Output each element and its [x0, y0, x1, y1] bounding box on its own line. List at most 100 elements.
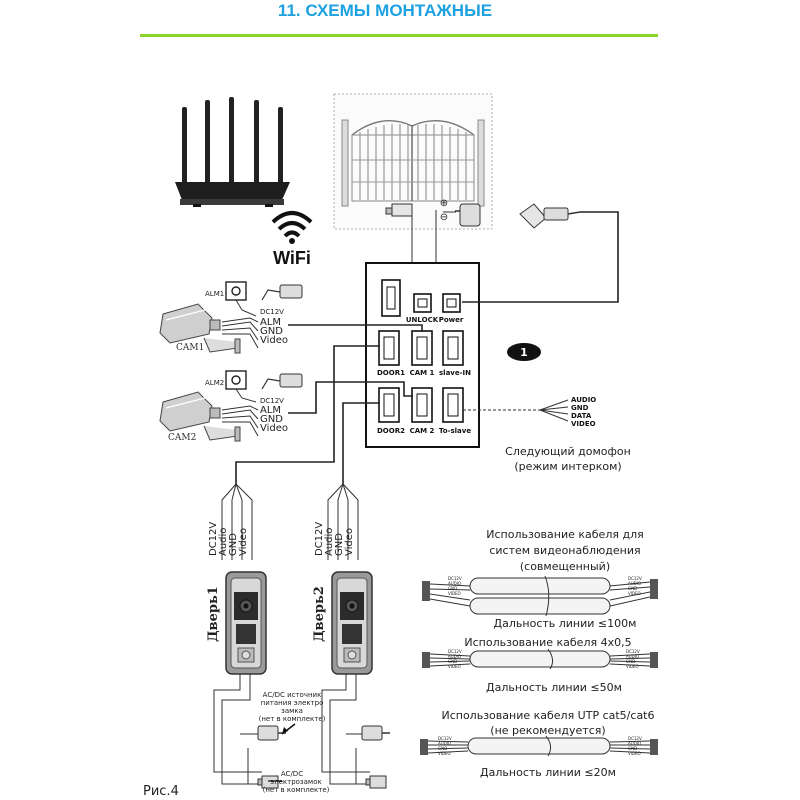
- camera2-plug-icon: [261, 373, 303, 390]
- door1-wire-gnd: GND: [228, 533, 239, 556]
- door2-wire-gnd: GND: [334, 533, 345, 556]
- door1-station: [225, 571, 267, 675]
- camera1-wire-dc12v: DC12V: [260, 308, 284, 316]
- cable3-right-end-2: GND: [628, 746, 637, 751]
- cable2-right-end-0: DC12V: [626, 649, 640, 654]
- camera2-cable: [288, 381, 413, 414]
- camera1-cable: [288, 324, 423, 332]
- cable3-left-end-1: AUDIO: [438, 741, 451, 746]
- port-power-label: Power: [439, 316, 464, 324]
- cable1-left-end-2: GND: [448, 586, 457, 591]
- minus-symbol: ⊖: [440, 212, 448, 223]
- port-cam2-label: CAM 2: [410, 427, 435, 435]
- camera2-wire-gnd: GND: [260, 414, 283, 425]
- step-badge: [507, 343, 541, 361]
- door2-lock-icon: [365, 775, 387, 789]
- slave-wire-audio: AUDIO: [571, 396, 596, 404]
- psu-note-line4: (нет в комплекте): [259, 715, 326, 723]
- cable2-title: Использование кабеля 4x0,5: [464, 636, 631, 649]
- camera1-wires: [221, 299, 259, 349]
- door1-cable: [235, 345, 380, 484]
- camera1-label: CAM1: [176, 343, 204, 353]
- port-cam2: [411, 387, 433, 423]
- door2-station: [331, 571, 373, 675]
- router-icon: [175, 97, 290, 207]
- port-cam1: [411, 330, 433, 366]
- door2-wire-dc12v: DC12V: [314, 522, 325, 556]
- cable1-right-end-3: VIDEO: [628, 591, 641, 596]
- power-wire: [462, 211, 619, 303]
- port-unlock: [413, 293, 432, 313]
- camera1-plug-icon: [261, 284, 303, 301]
- slave-caption-line2: (режим интерком): [514, 460, 621, 473]
- cable1-distance: Дальность линии ≤100м: [494, 617, 637, 630]
- door1-lock-wiring: [213, 674, 262, 785]
- cable1-left-end-1: AUDIO: [448, 581, 461, 586]
- cable2-left-end-1: AUDIO: [448, 654, 461, 659]
- door2-wire-fan: [327, 483, 359, 560]
- cable2-right-end-2: GND: [626, 659, 635, 664]
- lock-note-line1: AC/DC: [281, 770, 303, 778]
- cable1-title-line3: (совмещенный): [520, 560, 610, 573]
- door1-wire-fan: [221, 483, 253, 560]
- cable2-left-end-2: GND: [448, 659, 457, 664]
- door2-lock-wiring: [321, 674, 370, 785]
- camera2-wire-video: Video: [260, 423, 288, 434]
- cable3-title-line2: (не рекомендуется): [490, 724, 605, 737]
- port-power: [442, 293, 461, 313]
- cable1-right-end-2: GND: [628, 586, 637, 591]
- psu-pointer-arrowhead: [282, 727, 288, 734]
- psu-note-line3: замка: [281, 707, 303, 715]
- plus-symbol: ⊕: [440, 198, 448, 209]
- camera1-icon: [159, 303, 241, 354]
- port-to-slave: [442, 387, 464, 423]
- door1-label: Дверь1: [206, 586, 221, 642]
- cable3-title-line1: Использование кабеля UTP cat5/cat6: [441, 709, 654, 722]
- port-cam1-label: CAM 1: [410, 369, 435, 377]
- cable3-left-end-0: DC12V: [438, 736, 452, 741]
- slave-wire-gnd: GND: [571, 404, 589, 412]
- step-badge-label: 1: [520, 346, 528, 359]
- wifi-label: WiFi: [273, 248, 311, 268]
- cable2-right-end-1: AUDIO: [626, 654, 639, 659]
- cable2-distance: Дальность линии ≤50м: [486, 681, 622, 694]
- gate-lock-icon: [385, 203, 413, 217]
- port-to-slave-label: To-slave: [439, 427, 471, 435]
- port-door2-label: DOOR2: [377, 427, 405, 435]
- psu-note-line1: AC/DC источник: [263, 691, 322, 699]
- cable3-right-end-1: AUDIO: [628, 741, 641, 746]
- port-door1-label: DOOR1: [377, 369, 405, 377]
- camera2-wires: [221, 388, 259, 437]
- cable1-title-line1: Использование кабеля для: [486, 528, 643, 541]
- alarm2-label: ALM2: [205, 379, 224, 387]
- panel-port-large: [381, 279, 401, 317]
- title-rule: [140, 34, 658, 37]
- cable1-right-end-1: AUDIO: [628, 581, 641, 586]
- camera2-label: CAM2: [168, 433, 196, 443]
- door1-psu-icon: [257, 725, 286, 741]
- cable3-left-end-3: VIDEO: [438, 751, 451, 756]
- cable1-left-end-0: DC12V: [448, 576, 462, 581]
- slave-wires: [539, 399, 569, 422]
- cable1-illustration: [422, 575, 658, 617]
- cable3-right-end-0: DC12V: [628, 736, 642, 741]
- slave-wire-data: DATA: [571, 412, 592, 420]
- cable3-distance: Дальность линии ≤20м: [480, 766, 616, 779]
- power-adapter-icon: [519, 203, 581, 229]
- camera1-wire-gnd: GND: [260, 326, 283, 337]
- alarm1-label: ALM1: [205, 290, 224, 298]
- camera2-wire-alm: ALM: [260, 405, 281, 416]
- door2-wire-video: Video: [344, 528, 355, 556]
- door1-wire-audio: Audio: [218, 528, 229, 556]
- slave-caption-line1: Следующий домофон: [505, 445, 631, 458]
- port-slave-in-label: slave-IN: [439, 369, 471, 377]
- port-door2: [378, 387, 400, 423]
- page-title: 11. СХЕМЫ МОНТАЖНЫЕ: [278, 1, 492, 20]
- door2-cable: [342, 402, 380, 484]
- cable3-left-end-2: GND: [438, 746, 447, 751]
- cable1-left-end-3: VIDEO: [448, 591, 461, 596]
- camera1-wire-alm: ALM: [260, 317, 281, 328]
- wifi-icon: [271, 211, 313, 244]
- figure-label: Рис.4: [143, 784, 179, 799]
- lock-note-line3: (нет в комплекте): [263, 786, 330, 794]
